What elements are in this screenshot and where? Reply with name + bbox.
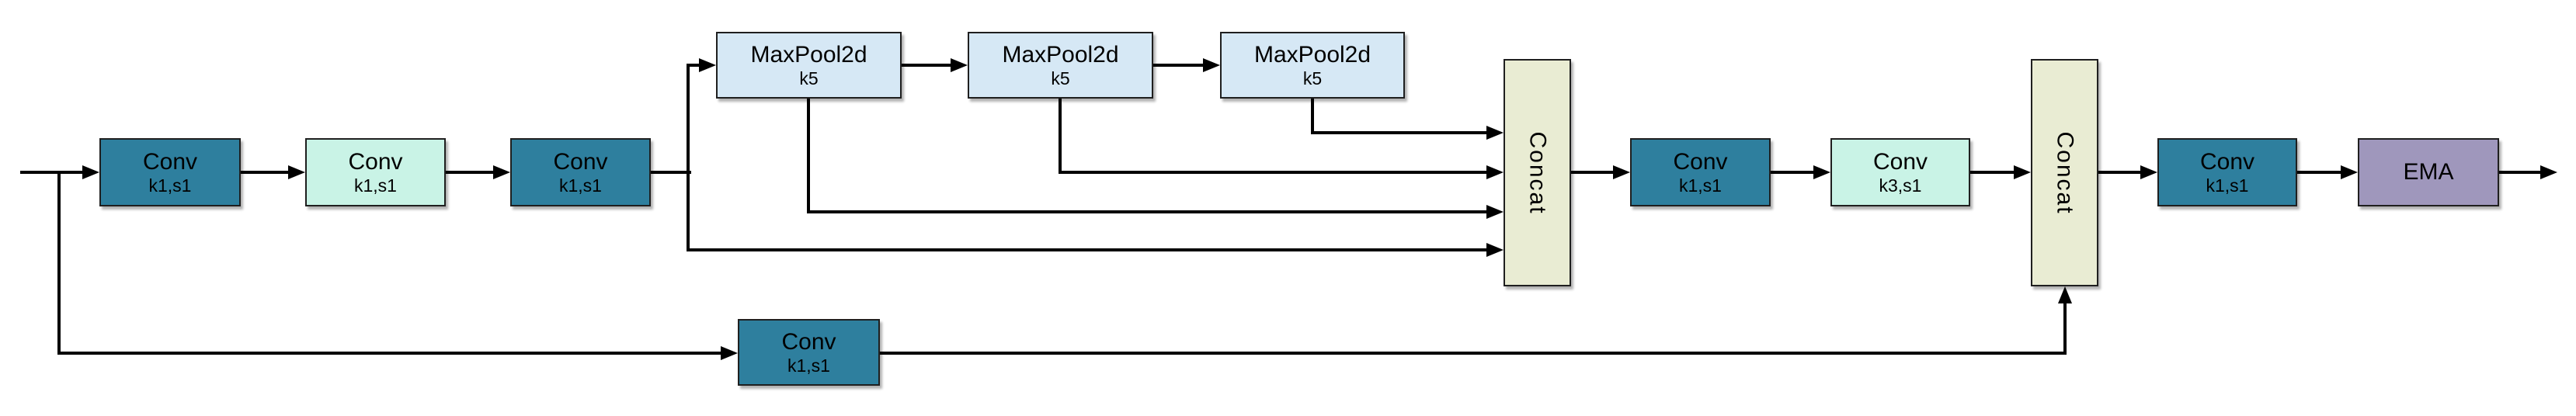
arrowhead-output (2540, 165, 2557, 179)
connector-maxpool1-drop (807, 97, 810, 213)
arrowhead-into-maxpool1 (699, 58, 716, 72)
node-label: Conv (1673, 148, 1728, 175)
connector-maxpool2-maxpool3 (1153, 64, 1206, 67)
connector-input (20, 171, 85, 174)
arrowhead-concat2-bottom-input (2058, 286, 2072, 303)
arrowhead-into-concat2 (2014, 165, 2031, 179)
node-label: Concat (1524, 130, 1551, 215)
node-conv-4: Conv k1,s1 (1630, 138, 1771, 206)
arrowhead-into-conv3 (493, 165, 510, 179)
arrowhead-into-maxpool2 (951, 58, 968, 72)
node-sublabel: k1,s1 (354, 175, 397, 196)
arrowhead-into-conv6 (2140, 165, 2157, 179)
connector-bypass-rise (2063, 300, 2067, 355)
connector-branch-maxpool1 (687, 64, 702, 67)
connector-maxpool2-concat1 (1059, 171, 1490, 174)
connector-conv5-concat2 (1970, 171, 2017, 174)
connector-branch-vertical (687, 64, 690, 251)
node-label: Concat (2052, 130, 2078, 215)
connector-maxpool1-maxpool2 (902, 64, 954, 67)
node-maxpool-3: MaxPool2d k5 (1220, 32, 1405, 99)
node-conv-6: Conv k1,s1 (2157, 138, 2297, 206)
node-sublabel: k1,s1 (1679, 175, 1722, 196)
arrowhead-concat1-input1 (1486, 126, 1504, 140)
node-label: Conv (348, 148, 403, 175)
connector-concat2-conv6 (2098, 171, 2143, 174)
node-conv-5: Conv k3,s1 (1830, 138, 1970, 206)
node-sublabel: k1,s1 (787, 355, 830, 376)
connector-bypass-left (57, 352, 724, 355)
node-label: MaxPool2d (1253, 41, 1371, 68)
connector-maxpool3-concat1 (1311, 131, 1490, 134)
connector-output (2499, 171, 2543, 174)
connector-conv6-ema (2297, 171, 2344, 174)
arrowhead-into-maxpool3 (1203, 58, 1220, 72)
arrowhead-concat1-input4 (1486, 243, 1504, 257)
connector-branch-concat1 (687, 248, 1490, 251)
node-sublabel: k5 (1302, 68, 1323, 88)
connector-maxpool2-drop (1059, 97, 1062, 174)
node-label: Conv (142, 148, 198, 175)
arrowhead-into-ema (2341, 165, 2358, 179)
node-label: Conv (553, 148, 608, 175)
connector-conv1-conv2 (241, 171, 291, 174)
node-concat-2: Concat (2031, 59, 2098, 286)
node-ema: EMA (2358, 138, 2499, 206)
node-conv-1: Conv k1,s1 (99, 138, 241, 206)
arrowhead-into-conv4 (1613, 165, 1630, 179)
node-sublabel: k1,s1 (559, 175, 602, 196)
node-sublabel: k3,s1 (1879, 175, 1922, 196)
arrowhead-into-conv5 (1813, 165, 1830, 179)
arrowhead-into-bypass-conv (721, 346, 738, 360)
connector-conv3-branch (651, 171, 691, 174)
connector-conv2-conv3 (446, 171, 496, 174)
arrowhead-into-conv2 (288, 165, 305, 179)
node-sublabel: k1,s1 (2206, 175, 2249, 196)
connector-bypass-drop (57, 171, 61, 355)
connector-maxpool3-drop (1311, 97, 1314, 134)
node-sublabel: k5 (799, 68, 819, 88)
arrowhead-into-conv1 (82, 165, 99, 179)
arrowhead-concat1-input2 (1486, 165, 1504, 179)
node-conv-3: Conv k1,s1 (510, 138, 651, 206)
connector-maxpool1-concat1 (807, 210, 1490, 213)
node-maxpool-2: MaxPool2d k5 (968, 32, 1153, 99)
node-concat-1: Concat (1504, 59, 1571, 286)
connector-conv4-conv5 (1771, 171, 1816, 174)
node-label: EMA (2403, 159, 2454, 185)
node-conv-bypass: Conv k1,s1 (738, 319, 880, 386)
node-label: Conv (2199, 148, 2255, 175)
node-label: MaxPool2d (1002, 41, 1119, 68)
arrowhead-concat1-input3 (1486, 205, 1504, 219)
node-label: MaxPool2d (750, 41, 867, 68)
node-label: Conv (781, 328, 836, 355)
node-label: Conv (1872, 148, 1928, 175)
node-conv-2: Conv k1,s1 (305, 138, 446, 206)
node-sublabel: k1,s1 (148, 175, 192, 196)
node-sublabel: k5 (1051, 68, 1070, 88)
connector-bypass-right (880, 352, 2067, 355)
connector-concat1-conv4 (1571, 171, 1616, 174)
node-maxpool-1: MaxPool2d k5 (716, 32, 902, 99)
